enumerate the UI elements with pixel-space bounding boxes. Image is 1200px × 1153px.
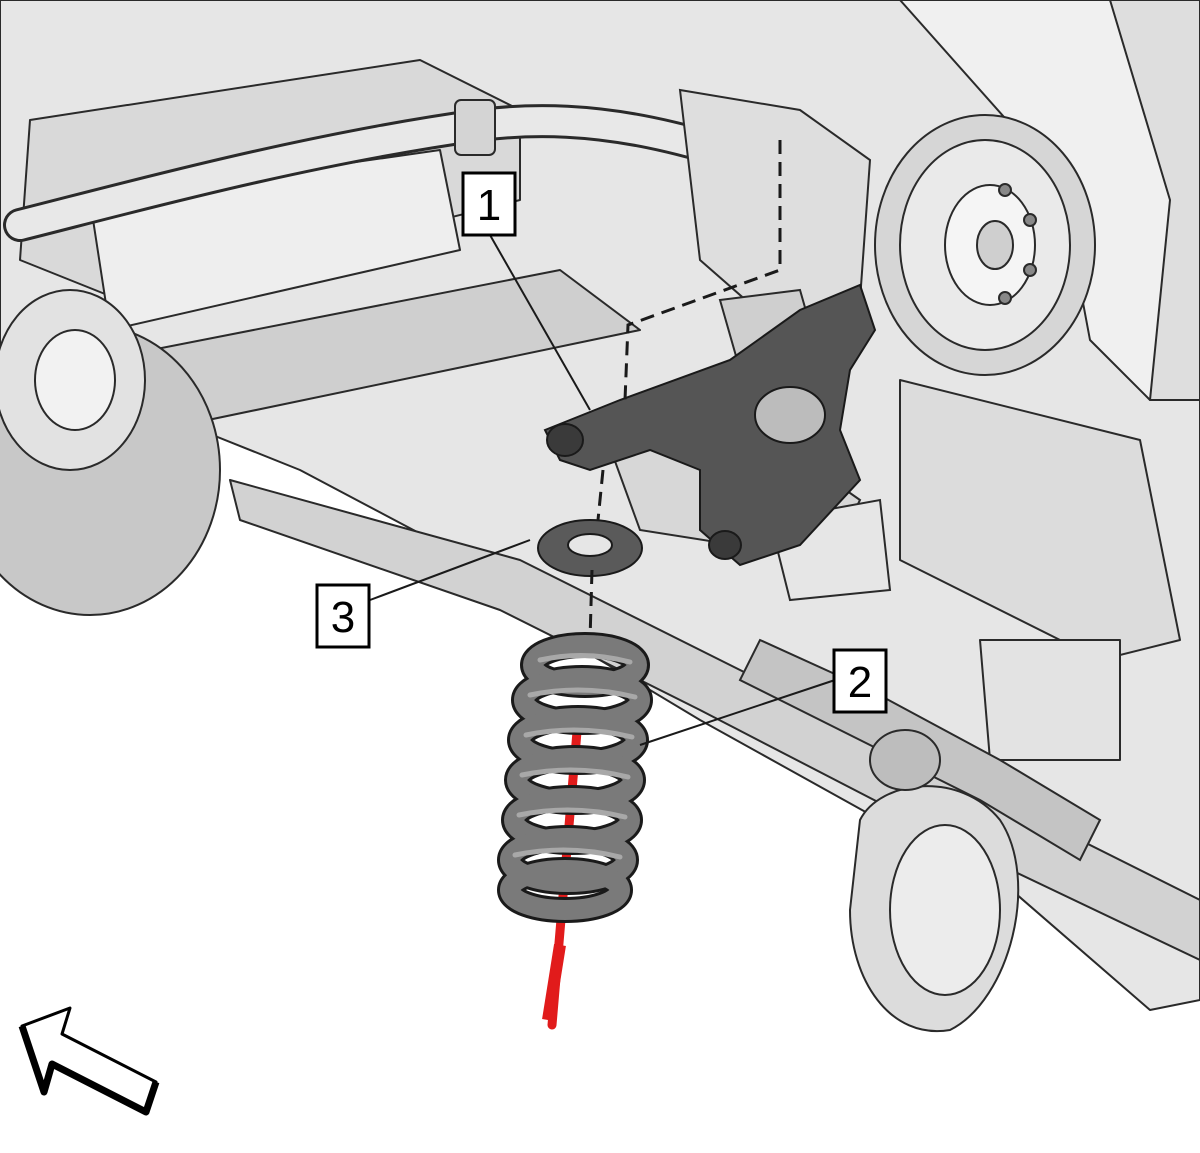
callout-3: 3 (315, 583, 371, 649)
callout-1: 1 (461, 171, 517, 237)
leader-lines (369, 234, 836, 746)
brake-rotor (874, 114, 1096, 376)
callout-1-label: 1 (477, 181, 501, 230)
front-direction-arrow-icon (18, 1006, 160, 1116)
leader-line-2 (639, 679, 836, 746)
callout-3-label: 3 (331, 593, 355, 642)
assembly-guide-lines (588, 140, 782, 641)
callout-2-label: 2 (848, 658, 872, 707)
right-wheel (848, 785, 1020, 1033)
leader-line-1 (489, 234, 591, 411)
callout-2: 2 (832, 648, 888, 714)
left-wheel (0, 289, 221, 616)
leader-line-3 (369, 539, 531, 601)
lower-control-arm (543, 283, 877, 567)
exhaust-pipe (738, 638, 1102, 862)
coil-spring (497, 632, 653, 923)
spring-insulator (537, 519, 643, 577)
